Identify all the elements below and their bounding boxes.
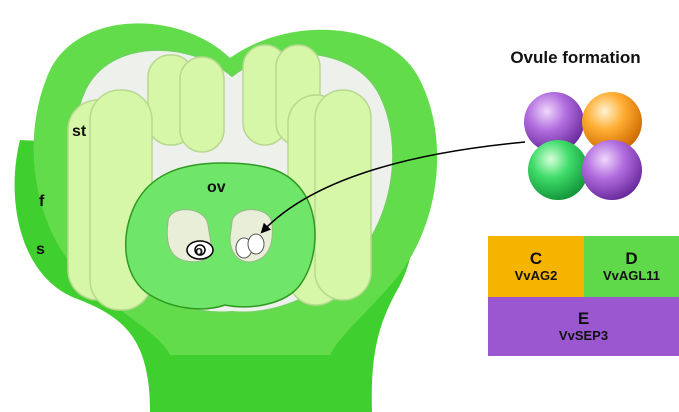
model-d-box: D VvAGL11 [584,236,679,297]
sphere-green [528,140,588,200]
label-f: f [39,193,45,210]
label-st: st [72,123,87,140]
label-s: s [36,241,45,258]
ovule-right-2 [248,234,264,254]
model-c-box: C VvAG2 [488,236,584,297]
sphere-purple-bottom [582,140,642,200]
model-d-gene: VvAGL11 [603,268,660,284]
diagram-title: Ovule formation [478,48,673,68]
label-o: o [195,243,203,258]
model-c-letter: C [530,249,542,268]
model-d-letter: D [625,249,637,268]
label-ov: ov [207,179,226,196]
model-e-letter: E [578,309,589,328]
model-c-gene: VvAG2 [515,268,558,284]
model-e-gene: VvSEP3 [559,328,608,344]
model-e-box: E VvSEP3 [488,297,679,356]
